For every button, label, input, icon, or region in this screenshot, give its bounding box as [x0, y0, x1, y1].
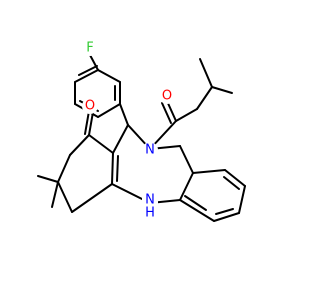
bond-f-c: [89, 54, 99, 71]
bond-chain-3: [211, 86, 233, 94]
bond-ring-a4: [97, 103, 121, 118]
bond-b4: [213, 212, 240, 222]
bond-b2: [224, 169, 246, 187]
bond-d8: [111, 152, 114, 185]
bond-ketone-1: [88, 111, 94, 136]
bond-c2: [69, 134, 90, 156]
bond-ring-a1: [74, 69, 99, 83]
amine-nitrogen-label: N: [145, 193, 155, 208]
bond-d8-inner: [116, 155, 119, 182]
bond-d5: [179, 172, 194, 201]
amide-nitrogen-label: N: [145, 143, 155, 158]
bond-chain-1: [175, 108, 198, 122]
ketone-oxygen-label: O: [85, 99, 95, 114]
bond-amide-o-1: [166, 100, 177, 122]
fluorine-atom-label: F: [86, 41, 93, 56]
label-bg-amine-nh: [142, 195, 158, 219]
bond-chain-2: [196, 86, 213, 110]
bond-aryl-to-chiral-carbon: [119, 103, 129, 126]
bond-methyl-1: [37, 175, 59, 183]
diazepine-ring: [111, 124, 194, 204]
amide-oxygen-label: O: [162, 89, 172, 104]
bond-amide-o-2: [161, 102, 172, 124]
bond-b5: [179, 199, 215, 222]
bond-c4: [57, 181, 73, 213]
atom-labels: F O O N N H: [82, 40, 175, 221]
bond-ketone-2: [84, 110, 90, 135]
bond-d1: [112, 124, 129, 154]
label-bg-f: [82, 40, 98, 56]
bond-c1: [88, 134, 114, 154]
bond-d4: [179, 145, 194, 174]
bond-methyl-2: [51, 181, 59, 208]
bond-c3: [57, 154, 71, 183]
label-bg-amide-o: [159, 88, 175, 104]
cyclohexenone-ring: [57, 134, 114, 213]
label-bg-ketone-o: [82, 98, 98, 114]
bond-ring-a6: [97, 69, 121, 83]
molecule-structure: F O O N N H: [37, 40, 246, 222]
bond-b2-inner: [223, 176, 240, 190]
bond-c5: [71, 183, 113, 213]
benzo-ring: [179, 169, 246, 222]
bond-chain-4: [199, 58, 213, 88]
bond-b4-inner: [215, 208, 234, 215]
bond-b1: [192, 169, 226, 174]
bond-ring-a1-inner: [78, 65, 98, 76]
label-bg-amide-n: [142, 142, 158, 158]
bond-b3: [238, 185, 246, 214]
amine-hydrogen-label: H: [145, 206, 155, 221]
acyl-chain: [149, 58, 233, 150]
bond-b5-inner: [184, 195, 207, 211]
